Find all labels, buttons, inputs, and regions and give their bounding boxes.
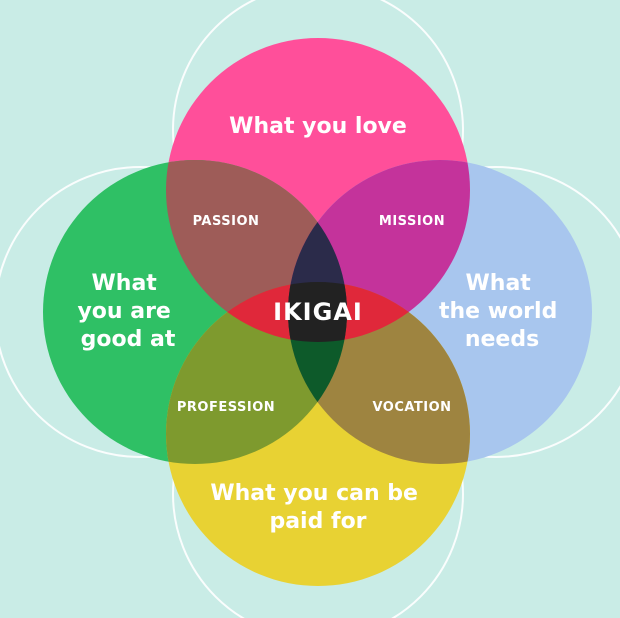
label-world-needs: What the world needs <box>439 271 565 352</box>
label-good-at: What you are good at <box>77 271 178 352</box>
ikigai-center-region <box>288 282 347 342</box>
label-paid-for: What you can be paid for <box>210 481 425 534</box>
label-vocation: VOCATION <box>372 400 451 415</box>
label-passion: PASSION <box>193 214 260 229</box>
label-what-you-love: What you love <box>229 114 407 139</box>
label-mission: MISSION <box>379 214 445 229</box>
label-ikigai: IKIGAI <box>273 298 363 326</box>
label-profession: PROFESSION <box>177 400 275 415</box>
